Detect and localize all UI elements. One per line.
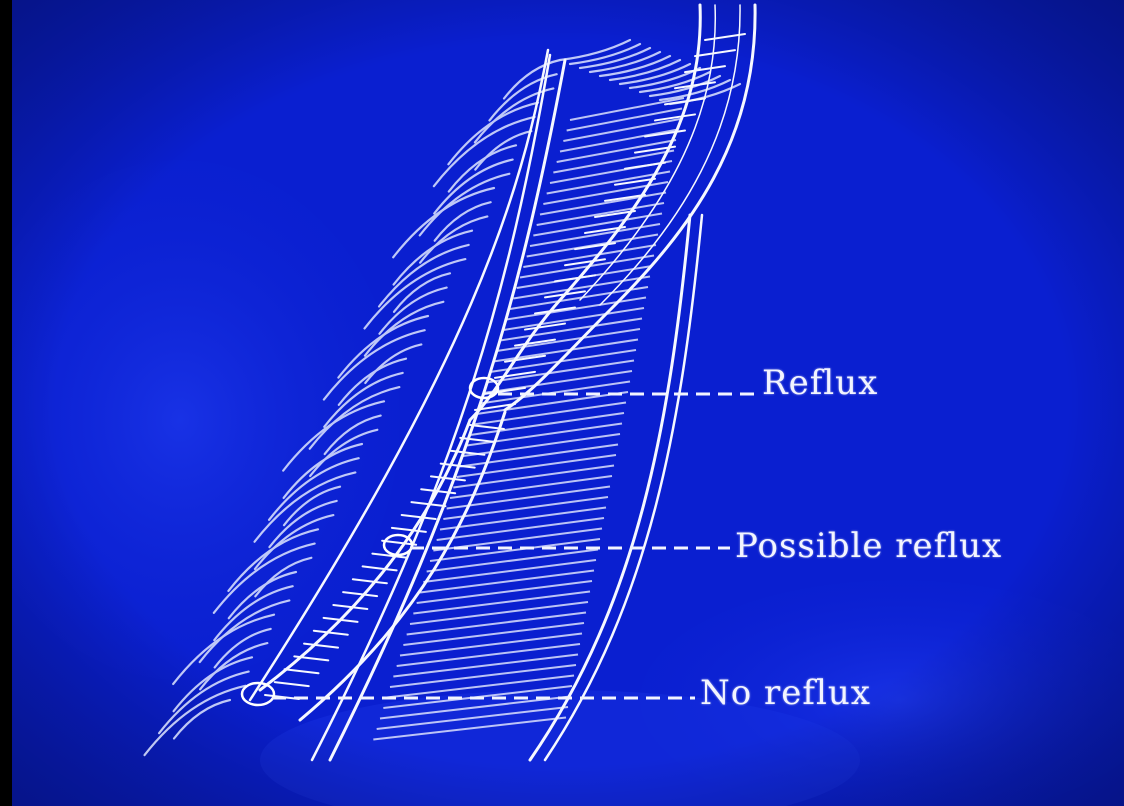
label-reflux: Reflux	[762, 366, 878, 400]
label-no-reflux: No reflux	[700, 676, 871, 710]
label-possible-reflux: Possible reflux	[735, 529, 1002, 563]
